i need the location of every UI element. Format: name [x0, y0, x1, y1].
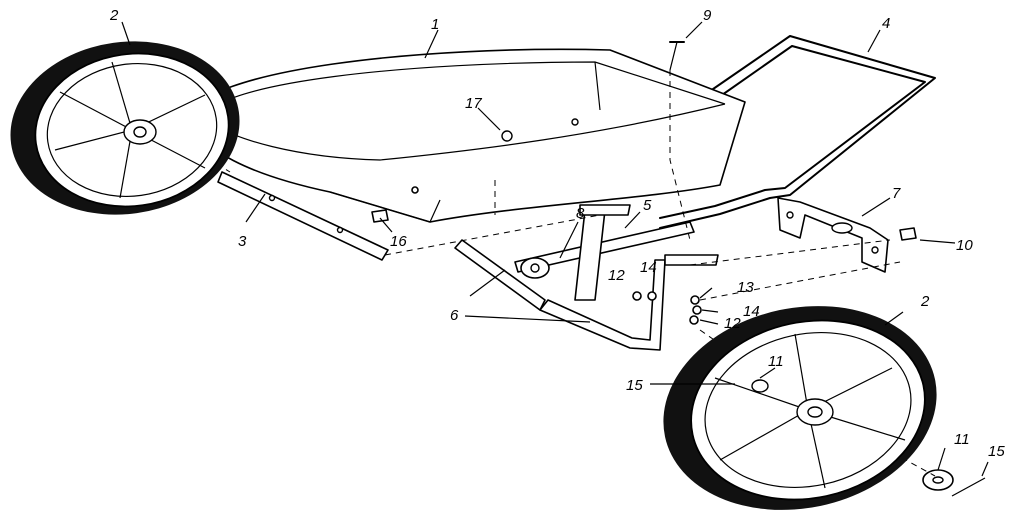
leader-lines: [121, 21, 989, 477]
bracket: [777, 197, 889, 273]
brace-strap: [217, 171, 389, 261]
callout-3: 3: [238, 233, 247, 250]
callout-13: 13: [737, 279, 754, 296]
handle-frame: [659, 35, 936, 229]
callout-2: 2: [920, 293, 930, 310]
callout-6: 6: [450, 307, 459, 324]
tray-bolt-hole: [571, 118, 579, 126]
callout-14: 14: [640, 259, 657, 276]
cotter-pin: [951, 477, 986, 497]
callout-2: 2: [109, 7, 119, 24]
callout-11: 11: [954, 431, 970, 448]
brace-hole: [268, 194, 276, 202]
callout-7: 7: [892, 185, 901, 202]
wheel-right: [663, 306, 937, 510]
callout-9: 9: [703, 7, 712, 24]
callout-16: 16: [390, 233, 407, 250]
callout-10: 10: [956, 237, 973, 254]
leg-assembly: [454, 204, 719, 351]
tray-bolt-hole: [501, 130, 513, 142]
callout-5: 5: [643, 197, 652, 214]
bolt-10: [899, 227, 917, 241]
callout-4: 4: [882, 15, 890, 32]
callout-12: 12: [724, 315, 741, 332]
callouts: 1 2 2 3 4 5 6 7 8 9 10 11 11 12 12 13 14…: [109, 7, 1005, 460]
callout-17: 17: [465, 95, 482, 112]
wheel-left: [10, 41, 240, 215]
callout-14: 14: [743, 303, 760, 320]
callout-15: 15: [626, 377, 643, 394]
callout-1: 1: [431, 16, 439, 33]
callout-8: 8: [576, 205, 585, 222]
callout-11: 11: [768, 353, 784, 370]
callout-15: 15: [988, 443, 1005, 460]
tray: [187, 48, 746, 223]
callout-12: 12: [608, 267, 625, 284]
brace-hole: [336, 226, 344, 234]
